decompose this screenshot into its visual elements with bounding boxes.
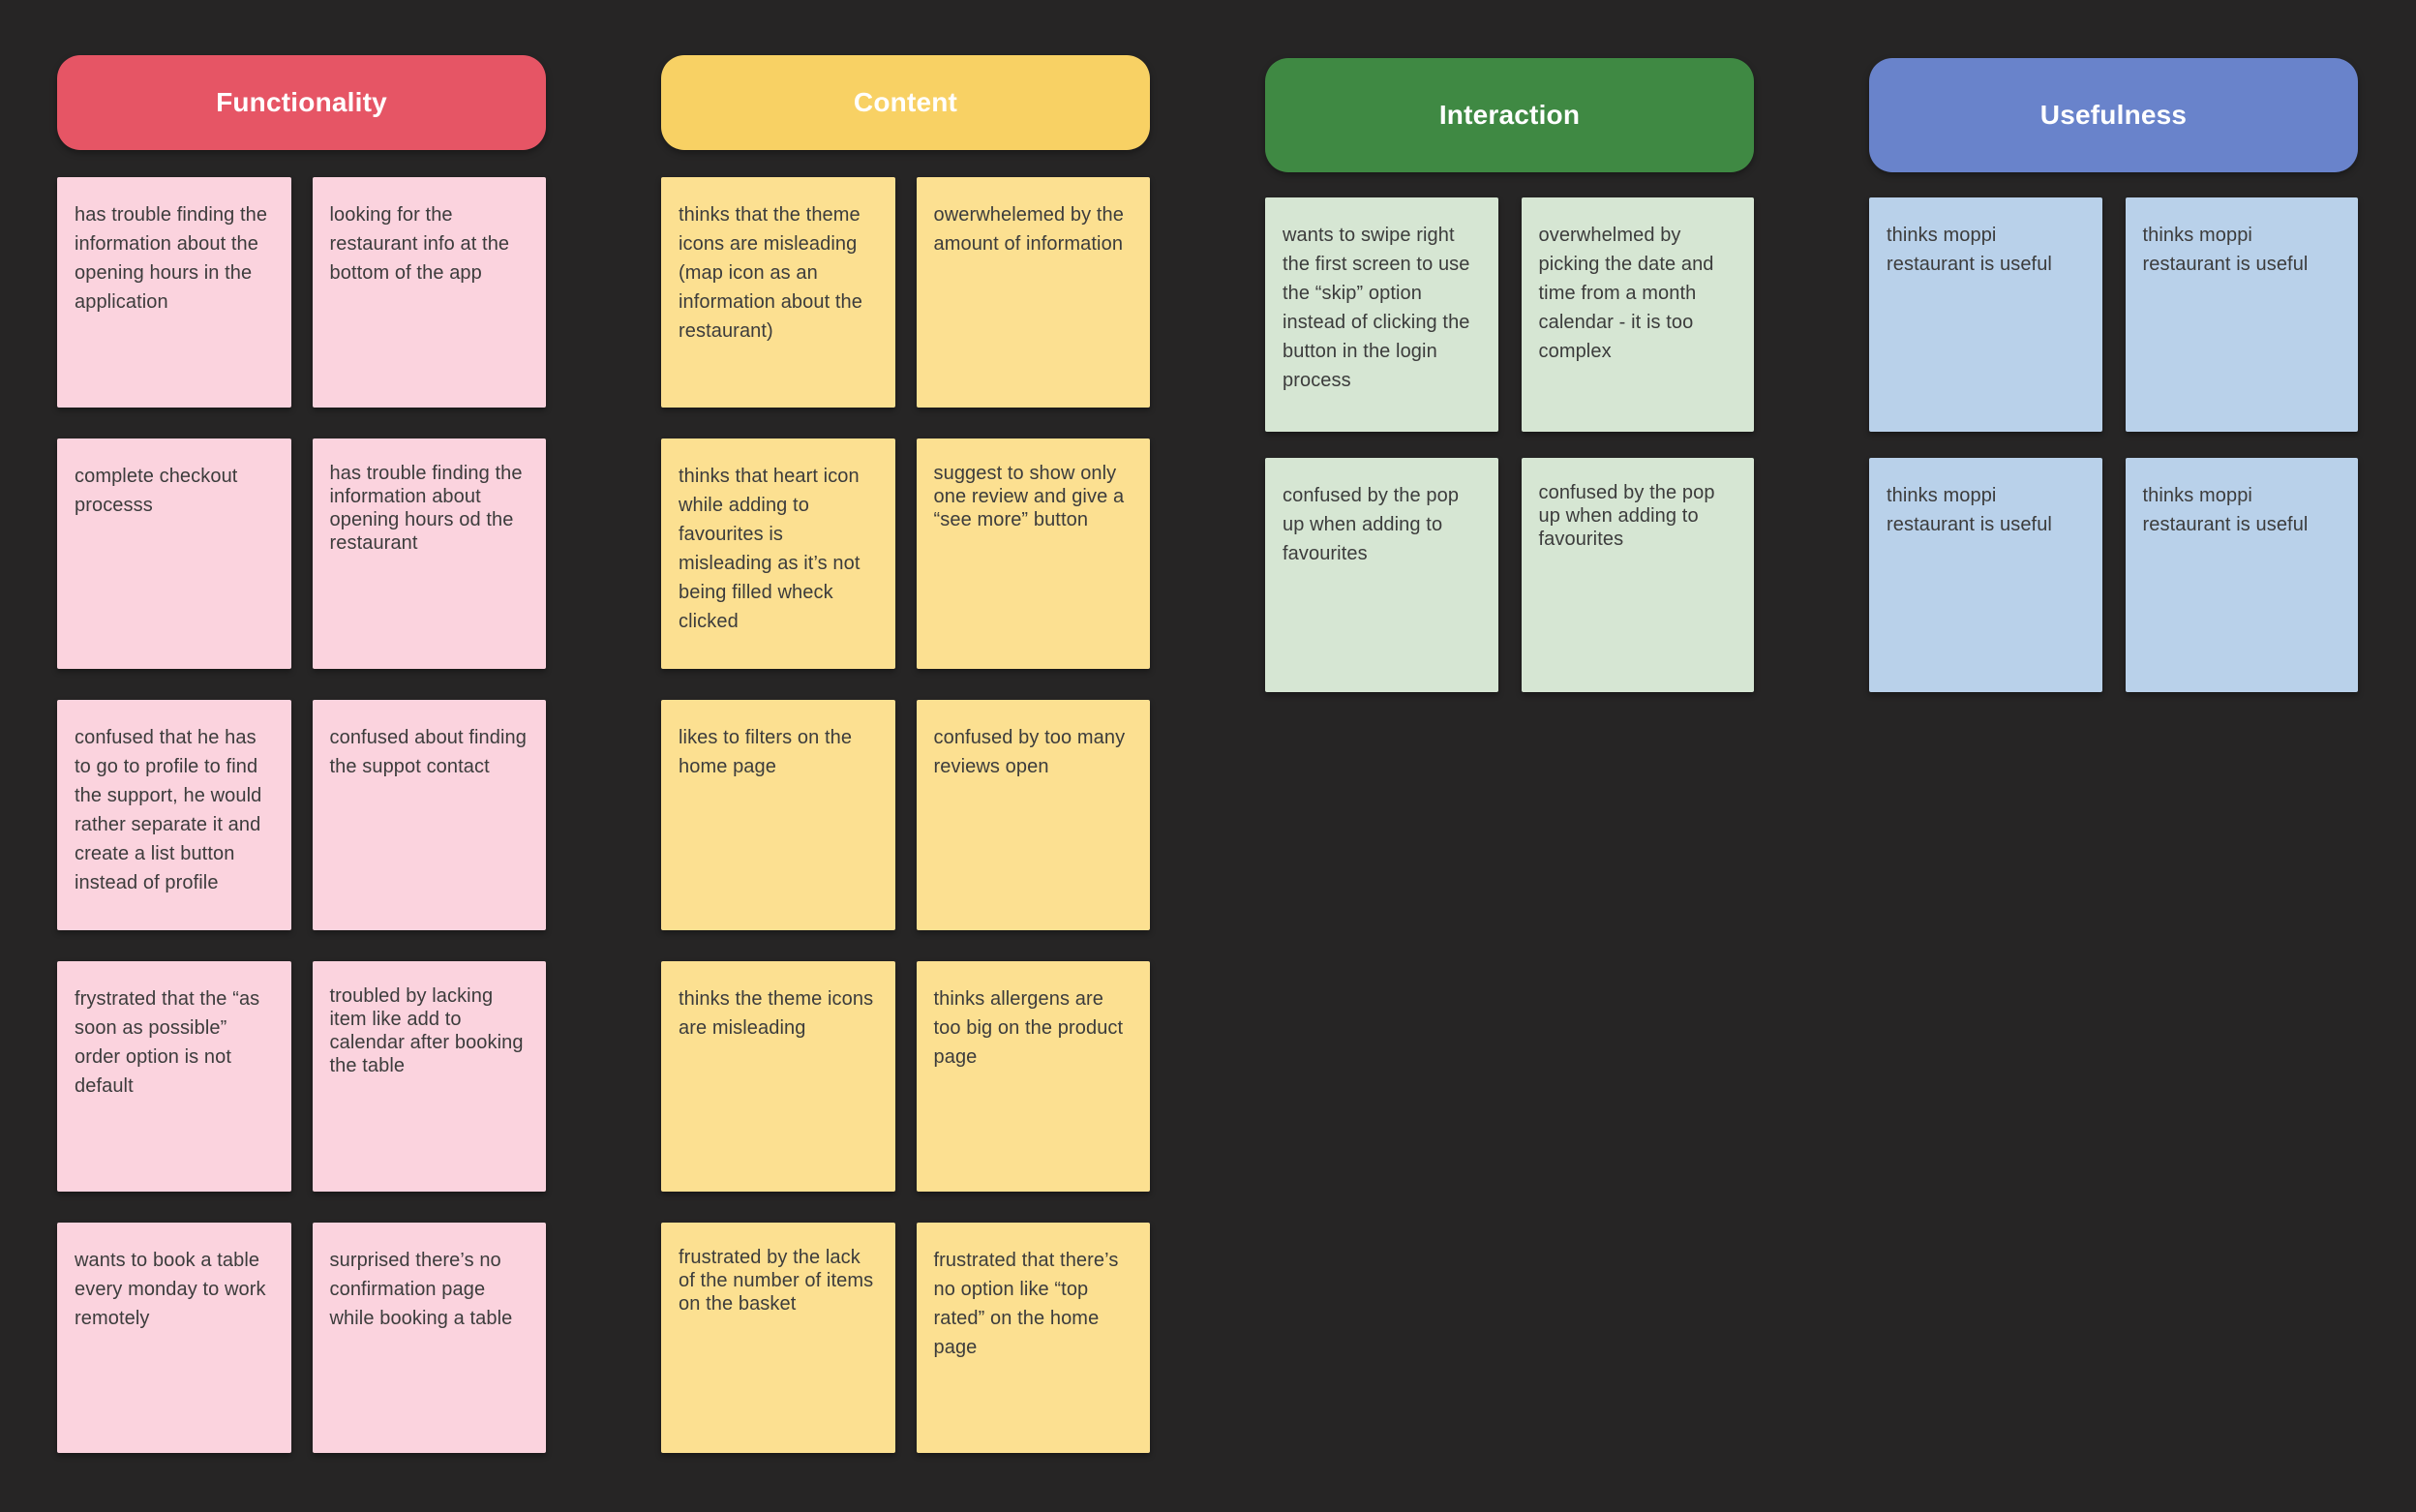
- sticky-note[interactable]: frystrated that the “as soon as possible…: [57, 961, 291, 1192]
- sticky-note-text: troubled by lacking item like add to cal…: [329, 985, 524, 1076]
- sticky-note-text: thinks that heart icon while adding to f…: [679, 466, 861, 632]
- sticky-note-text: thinks moppi restaurant is useful: [1887, 485, 2052, 535]
- section-header-usefulness[interactable]: Usefulness: [1869, 58, 2358, 172]
- note-row: confused by the pop up when adding to fa…: [1265, 458, 1754, 692]
- note-row: confused that he has to go to profile to…: [57, 700, 546, 930]
- note-row: wants to book a table every monday to wo…: [57, 1223, 546, 1453]
- sticky-note[interactable]: owerwhelemed by the amount of informatio…: [916, 177, 1150, 408]
- sticky-note[interactable]: thinks the theme icons are misleading: [661, 961, 895, 1192]
- sticky-note-text: thinks moppi restaurant is useful: [2142, 225, 2309, 275]
- sticky-note[interactable]: wants to swipe right the first screen to…: [1265, 197, 1498, 432]
- sticky-note[interactable]: confused by the pop up when adding to fa…: [1521, 458, 1754, 692]
- sticky-note[interactable]: thinks moppi restaurant is useful: [1869, 458, 2102, 692]
- section-header-content[interactable]: Content: [661, 55, 1150, 150]
- sticky-note-text: thinks the theme icons are misleading: [679, 988, 874, 1039]
- sticky-note-text: wants to book a table every monday to wo…: [75, 1250, 266, 1329]
- note-row: complete checkout processs has trouble f…: [57, 438, 546, 669]
- sticky-note-text: surprised there’s no confirmation page w…: [329, 1250, 513, 1329]
- sticky-note-text: complete checkout processs: [75, 466, 238, 516]
- section-title: Functionality: [216, 87, 387, 117]
- section-header-functionality[interactable]: Functionality: [57, 55, 546, 150]
- sticky-note[interactable]: confused by too many reviews open: [916, 700, 1150, 930]
- sticky-note[interactable]: suggest to show only one review and give…: [916, 438, 1150, 669]
- note-row: thinks that the theme icons are misleadi…: [661, 177, 1150, 408]
- sticky-note-text: overwhelmed by picking the date and time…: [1538, 225, 1714, 362]
- section-title: Usefulness: [2039, 100, 2188, 130]
- sticky-note-text: looking for the restaurant info at the b…: [329, 204, 510, 284]
- sticky-note[interactable]: looking for the restaurant info at the b…: [312, 177, 546, 408]
- sticky-note-text: confused that he has to go to profile to…: [75, 727, 262, 893]
- sticky-note-text: confused by the pop up when adding to fa…: [1538, 482, 1715, 550]
- note-row: has trouble finding the information abou…: [57, 177, 546, 408]
- sticky-note-text: has trouble finding the information abou…: [329, 463, 523, 554]
- sticky-note-text: thinks allergens are too big on the prod…: [933, 988, 1124, 1068]
- sticky-note-text: confused about finding the suppot contac…: [329, 727, 527, 777]
- sticky-note[interactable]: likes to filters on the home page: [661, 700, 895, 930]
- sticky-note[interactable]: troubled by lacking item like add to cal…: [312, 961, 546, 1192]
- sticky-note[interactable]: confused by the pop up when adding to fa…: [1265, 458, 1498, 692]
- sticky-note[interactable]: thinks that the theme icons are misleadi…: [661, 177, 895, 408]
- sticky-note[interactable]: frustrated by the lack of the number of …: [661, 1223, 895, 1453]
- sticky-note[interactable]: overwhelmed by picking the date and time…: [1521, 197, 1754, 432]
- column-content: Content thinks that the theme icons are …: [661, 55, 1150, 1453]
- sticky-note-text: thinks moppi restaurant is useful: [2142, 485, 2309, 535]
- sticky-note-text: frustrated by the lack of the number of …: [679, 1247, 874, 1315]
- sticky-note[interactable]: thinks moppi restaurant is useful: [2125, 197, 2358, 432]
- note-row: frystrated that the “as soon as possible…: [57, 961, 546, 1192]
- note-row: thinks the theme icons are misleading th…: [661, 961, 1150, 1192]
- sticky-note-text: thinks that the theme icons are misleadi…: [679, 204, 863, 342]
- sticky-note[interactable]: frustrated that there’s no option like “…: [916, 1223, 1150, 1453]
- note-row: frustrated by the lack of the number of …: [661, 1223, 1150, 1453]
- sticky-note-text: frystrated that the “as soon as possible…: [75, 988, 260, 1097]
- section-header-interaction[interactable]: Interaction: [1265, 58, 1754, 172]
- sticky-note-text: likes to filters on the home page: [679, 727, 853, 777]
- column-functionality: Functionality has trouble finding the in…: [57, 55, 546, 1453]
- note-row: likes to filters on the home page confus…: [661, 700, 1150, 930]
- sticky-note[interactable]: thinks moppi restaurant is useful: [1869, 197, 2102, 432]
- sticky-note[interactable]: thinks allergens are too big on the prod…: [916, 961, 1150, 1192]
- note-row: thinks moppi restaurant is useful thinks…: [1869, 458, 2358, 692]
- sticky-note-text: confused by the pop up when adding to fa…: [1283, 485, 1460, 564]
- sticky-note[interactable]: confused that he has to go to profile to…: [57, 700, 291, 930]
- sticky-note[interactable]: complete checkout processs: [57, 438, 291, 669]
- sticky-note[interactable]: surprised there’s no confirmation page w…: [312, 1223, 546, 1453]
- section-title: Interaction: [1438, 100, 1581, 130]
- sticky-note[interactable]: has trouble finding the information abou…: [312, 438, 546, 669]
- note-row: wants to swipe right the first screen to…: [1265, 197, 1754, 432]
- sticky-note[interactable]: thinks that heart icon while adding to f…: [661, 438, 895, 669]
- note-row: thinks moppi restaurant is useful thinks…: [1869, 197, 2358, 432]
- sticky-note-text: confused by too many reviews open: [933, 727, 1126, 777]
- sticky-note-text: suggest to show only one review and give…: [933, 463, 1125, 530]
- sticky-note[interactable]: has trouble finding the information abou…: [57, 177, 291, 408]
- sticky-note[interactable]: confused about finding the suppot contac…: [312, 700, 546, 930]
- column-interaction: Interaction wants to swipe right the fir…: [1265, 58, 1754, 692]
- sticky-note-text: wants to swipe right the first screen to…: [1283, 225, 1470, 391]
- note-row: thinks that heart icon while adding to f…: [661, 438, 1150, 669]
- sticky-note-text: thinks moppi restaurant is useful: [1887, 225, 2052, 275]
- sticky-note-text: owerwhelemed by the amount of informatio…: [933, 204, 1124, 255]
- sticky-note[interactable]: wants to book a table every monday to wo…: [57, 1223, 291, 1453]
- sticky-note[interactable]: thinks moppi restaurant is useful: [2125, 458, 2358, 692]
- sticky-note-text: has trouble finding the information abou…: [75, 204, 268, 313]
- column-usefulness: Usefulness thinks moppi restaurant is us…: [1869, 58, 2358, 692]
- sticky-note-text: frustrated that there’s no option like “…: [933, 1250, 1119, 1358]
- section-title: Content: [853, 87, 958, 117]
